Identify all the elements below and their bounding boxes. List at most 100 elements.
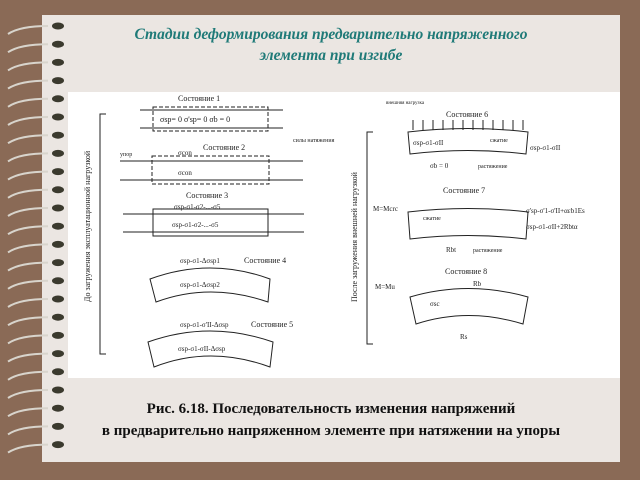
binding-hole [52,240,64,248]
state-5-beam [147,330,274,368]
state-5-bottom: σsp-σ1-σII-Δσsp [178,345,226,353]
state-3-bottom: σsp-σ1-σ2-...-σ5 [172,221,219,229]
state-4-label: Состояние 4 [244,256,286,265]
spiral-ring [7,443,49,454]
binding-hole [52,313,64,321]
state-8-sc: σsc [430,300,440,308]
binding-hole [52,368,64,376]
state-2-con-top: σcon [178,149,192,157]
state-4-beam [149,267,271,303]
spiral-ring [7,316,49,327]
state-7-tension: растяжение [473,248,503,254]
binding-hole [52,422,64,430]
left-bracket-label: До загружения эксплуатационной нагрузкой [83,150,92,302]
caption-line-1: Рис. 6.18. Последовательность изменения … [146,401,516,417]
binding-hole [52,77,64,85]
state-1-label: Состояние 1 [178,94,220,103]
state-7-compression: сжатие [423,216,441,222]
state-4-top: σsp-σ1-Δσsp1 [180,257,220,265]
binding-hole [52,204,64,212]
right-bracket-label: После загружения внешней нагрузкой [350,171,359,302]
state-8-moment: M=Mu [375,283,395,291]
state-7-beam [407,208,529,240]
binding-hole [52,259,64,267]
state-7-label: Состояние 7 [443,186,485,195]
spiral-ring [7,425,49,436]
binding-hole [52,58,64,66]
spiral-binding [7,22,64,454]
binding-hole [52,441,64,449]
spiral-ring [7,298,49,308]
binding-hole [52,131,64,139]
state-1-beam [152,106,269,132]
left-bracket [99,113,106,355]
spiral-ring [7,225,49,236]
binding-hole [52,350,64,358]
state-8-beam [409,288,529,325]
state-2-con-bottom: σcon [178,169,192,177]
state-5-label: Состояние 5 [251,320,293,329]
binding-hole [52,149,64,157]
state-7-rbt: Rbt [446,246,456,254]
spiral-ring [7,79,49,90]
title-line-2: элемента при изгибе [259,47,403,64]
spiral-ring [7,389,49,399]
binding-hole [52,95,64,103]
spiral-ring [7,352,49,363]
binding-hole [52,404,64,412]
state-6-beam [407,128,529,155]
binding-hole [52,222,64,230]
state-6-sb: σb = 0 [430,162,449,170]
spiral-ring [7,25,49,35]
binding-hole [52,331,64,339]
spiral-ring [7,43,49,54]
spiral-ring [7,61,49,72]
spiral-ring [7,188,49,199]
state-7-right-2: σsp-σ1-σII+2Rbtα [526,223,578,231]
binding-hole [52,295,64,303]
stop-label: упор [120,152,132,158]
state-3-beam [152,208,269,237]
right-bracket [366,131,373,345]
spiral-ring [7,134,49,145]
binding-hole [52,22,64,30]
state-8-rs: Rs [460,333,468,341]
binding-hole [52,186,64,194]
state-2-beam [151,155,270,185]
load-label: внешняя нагрузка [386,101,425,106]
state-6-right: σsp-σ1-σII [530,144,561,152]
state-6-inner: σsp-σ1-σII [413,139,444,147]
load-arrows [412,120,524,130]
caption-line-2: в предварительно напряженном элементе пр… [101,423,561,439]
title-line-1: Стадии деформирования предварительно нап… [134,26,528,43]
spiral-ring [7,97,49,108]
spiral-ring [7,243,49,254]
state-1-formula: σsp= 0 σ'sp= 0 σb = 0 [160,115,230,124]
state-7-moment: M=Mcrc [373,205,398,213]
figure-caption: Рис. 6.18. Последовательность изменения … [42,398,620,442]
state-3-label: Состояние 3 [186,191,228,200]
state-8-rb: Rb [473,280,482,288]
spiral-ring [7,207,49,217]
spiral-ring [7,279,49,290]
binding-hole [52,113,64,121]
spiral-ring [7,116,49,126]
spiral-ring [7,370,49,381]
spiral-ring [7,152,49,163]
binding-hole [52,40,64,48]
state-2-label: Состояние 2 [203,143,245,152]
spiral-ring [7,334,49,345]
forces-label: силы натяжения [293,138,335,144]
state-7-right-1: σ'sp-σ'1-σ'II+αεb1Es [526,207,585,215]
state-8-label: Состояние 8 [445,267,487,276]
state-6-tension: растяжение [478,164,508,170]
state-6-compression: сжатие [490,138,508,144]
slide-title: Стадии деформирования предварительно нап… [42,24,620,66]
stress-stages-diagram: До загружения эксплуатационной нагрузкой… [68,92,620,378]
binding-hole [52,386,64,394]
spiral-ring [7,407,49,418]
binding-hole [52,277,64,285]
state-5-top: σsp-σ1-σ'II-Δσsp [180,321,229,329]
state-3-top: σsp-σ1-σ2-...-σ5 [174,203,221,211]
spiral-ring [7,170,49,181]
